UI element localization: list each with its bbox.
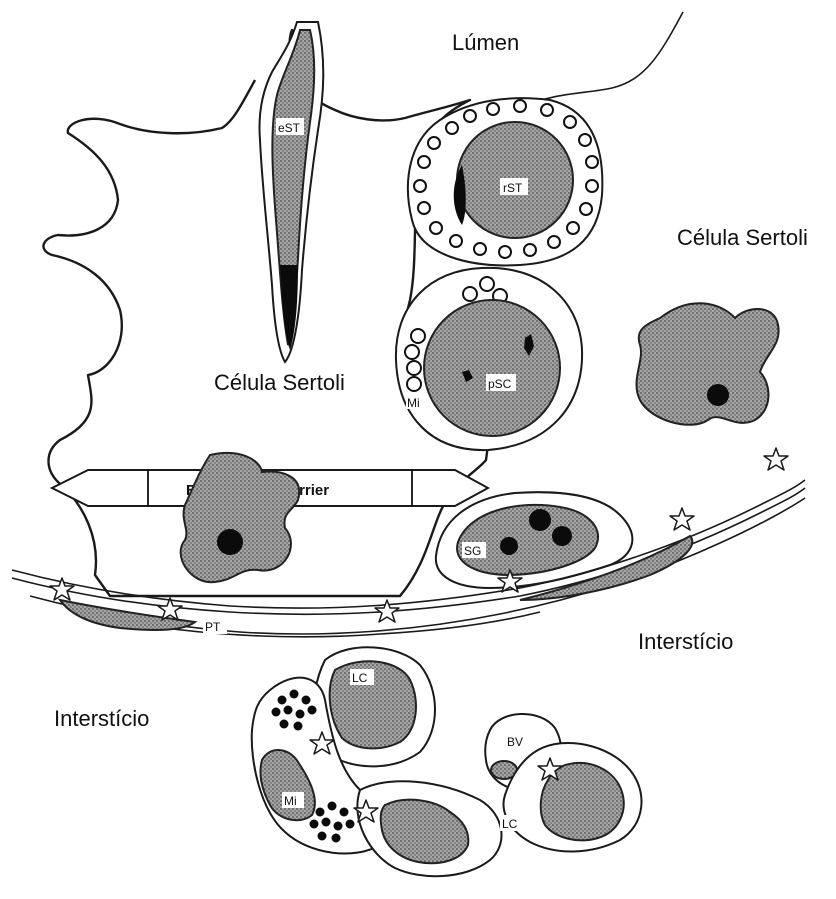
lc-right-label: LC: [502, 817, 518, 831]
sertoli-nucleolus-left: [217, 529, 243, 555]
sg-nucleolus-1: [529, 509, 551, 531]
interstitium-caption-left: Interstício: [54, 706, 149, 732]
pt-label: PT: [205, 620, 221, 634]
est-label: eST: [278, 121, 301, 135]
psc-label: pSC: [488, 377, 512, 391]
junction-star-icon-6: [764, 448, 788, 470]
lumen-boundary: [520, 12, 683, 108]
sertoli-cell-caption-left: Célula Sertoli: [214, 370, 345, 396]
sg-nucleolus-3: [552, 526, 572, 546]
sertoli-nucleus-right: [636, 303, 778, 425]
interstitium-caption-right: Interstício: [638, 629, 733, 655]
sertoli-cell-caption-right: Célula Sertoli: [677, 225, 808, 251]
sertoli-nucleolus-right: [707, 384, 729, 406]
junction-star-icon-1: [50, 578, 74, 600]
mi-sertoli-label: Mi: [407, 396, 420, 410]
mi-interstitium-label: Mi: [284, 794, 297, 808]
sg-label: SG: [464, 544, 481, 558]
rst-label: rST: [503, 181, 523, 195]
sg-nucleolus-2: [500, 537, 518, 555]
lumen-caption: Lúmen: [452, 30, 519, 56]
lc-top-label: LC: [352, 671, 368, 685]
bv-label: BV: [507, 735, 523, 749]
spermatocyte-nucleus: [424, 300, 560, 436]
junction-star-icon-5: [670, 508, 694, 530]
